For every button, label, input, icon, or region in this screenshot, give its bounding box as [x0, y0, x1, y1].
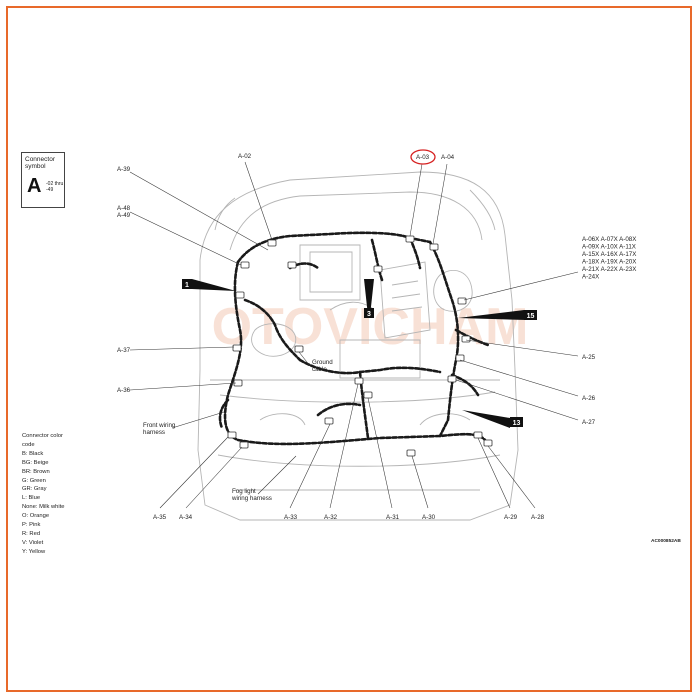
leader-lines [129, 161, 579, 509]
label-a33: A-33 [284, 514, 298, 521]
wiring-harness [218, 231, 490, 446]
figure-code: AC000852AB [651, 539, 681, 544]
label-a48: A-48 [117, 205, 131, 212]
pointer-number-13: 13 [510, 417, 523, 427]
image-frame [6, 6, 692, 692]
label-a27: A-27 [582, 419, 596, 426]
legend-title-line: code [22, 441, 35, 448]
svg-text:Ground: Ground [312, 359, 333, 366]
label-a03: A-03 [416, 154, 430, 161]
legend-item: R: Red [22, 530, 41, 537]
highlight-circle [410, 149, 436, 165]
legend-item: None: Milk white [22, 504, 65, 511]
symbol-letter: A [27, 175, 42, 197]
svg-text:3: 3 [367, 311, 371, 318]
svg-text:A-09X A-10X A-11X: A-09X A-10X A-11X [582, 244, 636, 251]
label-a37: A-37 [117, 347, 131, 354]
engine-bay-outline [197, 171, 519, 521]
label-a49: A-49 [117, 212, 131, 219]
ground-cable-label: Ground cable [312, 359, 333, 373]
connector-symbol-box: Connector symbol A -02 thru -49 [21, 152, 65, 208]
svg-text:A-15X A-16X A-17X: A-15X A-16X A-17X [582, 251, 636, 258]
connector-markers [227, 235, 493, 457]
legend-item: BG: Beige [22, 459, 49, 466]
symbol-range: -02 thru -49 [46, 181, 64, 193]
label-a34: A-34 [179, 514, 193, 521]
svg-text:cable: cable [312, 366, 327, 373]
legend-item: GR: Gray [22, 486, 47, 493]
svg-text:harness: harness [143, 429, 165, 436]
pointer-number-15: 15 [524, 310, 537, 320]
svg-text:13: 13 [513, 420, 521, 427]
legend-item: Y: Yellow [22, 548, 46, 555]
legend-item: G: Green [22, 477, 46, 484]
legend-item: V: Violet [22, 539, 44, 546]
label-a28: A-28 [531, 514, 545, 521]
pointer-number-1: 1 [182, 279, 192, 289]
svg-text:wiring harness: wiring harness [231, 495, 272, 502]
svg-text:Fog light: Fog light [232, 488, 256, 495]
legend-item: BR: Brown [22, 468, 50, 475]
label-a30: A-30 [422, 514, 436, 521]
color-code-legend: Connector color code B: Black BG: Beige … [22, 432, 112, 557]
label-a36: A-36 [117, 387, 131, 394]
label-a31: A-31 [386, 514, 400, 521]
legend-item: O: Orange [22, 513, 50, 520]
label-a32: A-32 [324, 514, 338, 521]
svg-text:15: 15 [527, 313, 535, 320]
fog-harness-label: Fog light wiring harness [231, 488, 272, 502]
svg-text:A-06X A-07X A-08X: A-06X A-07X A-08X [582, 236, 636, 243]
label-a26: A-26 [582, 395, 596, 402]
svg-text:Front wiring: Front wiring [143, 422, 176, 429]
svg-text:1: 1 [185, 282, 189, 289]
pointer-arrows [182, 279, 526, 428]
legend-item: L: Blue [22, 495, 41, 502]
symbol-title: Connector symbol [25, 156, 55, 170]
legend-item: B: Black [22, 450, 44, 457]
label-a04: A-04 [441, 154, 455, 161]
svg-text:A-24X: A-24X [582, 274, 599, 281]
label-a25: A-25 [582, 354, 596, 361]
connector-group-label: A-06X A-07X A-08X A-09X A-10X A-11X A-15… [582, 236, 636, 281]
front-harness-label: Front wiring harness [143, 422, 176, 436]
label-a35: A-35 [153, 514, 167, 521]
label-a39: A-39 [117, 166, 131, 173]
svg-text:A-21X A-22X A-23X: A-21X A-22X A-23X [582, 266, 636, 273]
pointer-number-3: 3 [364, 308, 374, 318]
legend-item: P: Pink [22, 522, 41, 529]
legend-title-line: Connector color [22, 433, 63, 439]
label-a29: A-29 [504, 514, 518, 521]
label-a02: A-02 [238, 153, 252, 160]
svg-text:A-18X A-19X A-20X: A-18X A-19X A-20X [582, 259, 636, 266]
